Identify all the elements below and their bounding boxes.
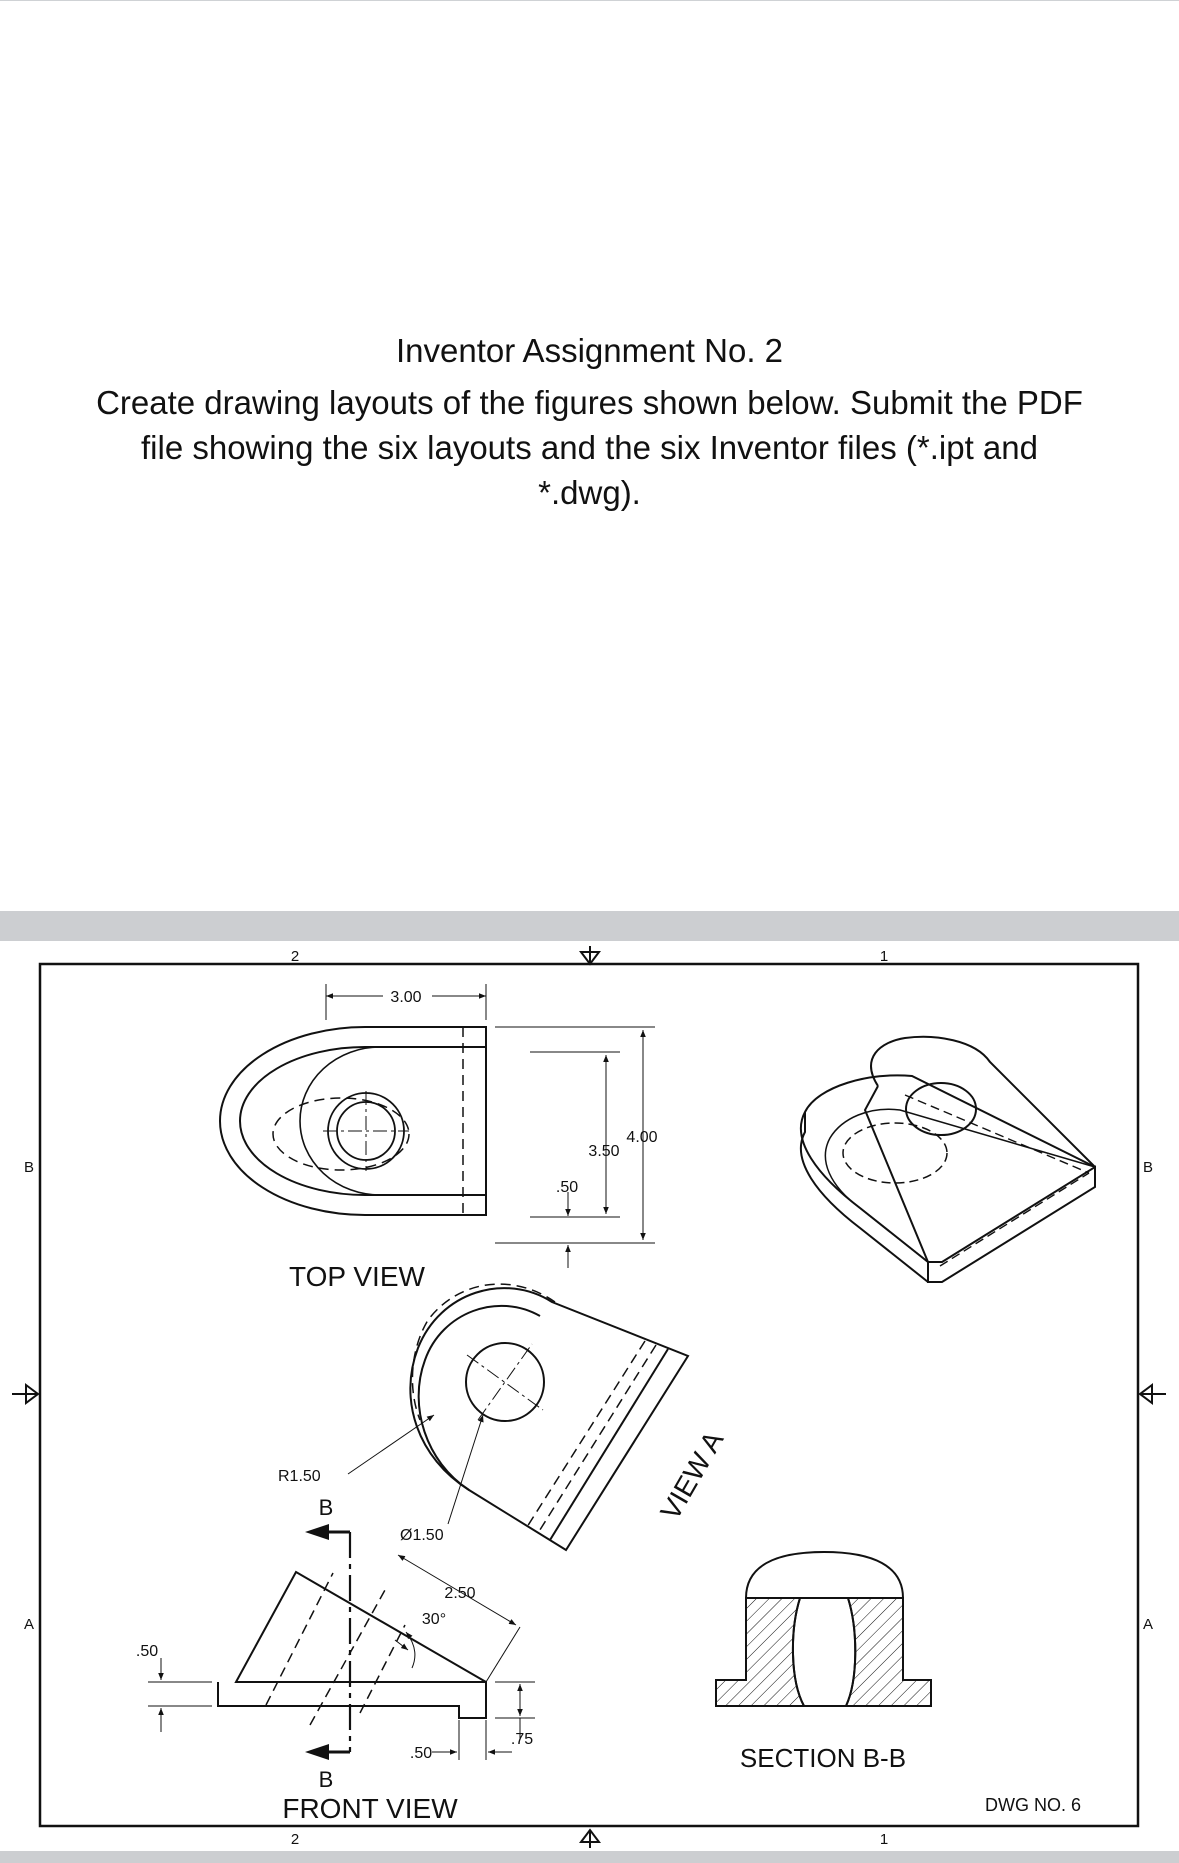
dim-step: .50 [556, 1179, 578, 1196]
dim-slope-length: 2.50 [444, 1585, 475, 1602]
dim-radius: R1.50 [278, 1468, 321, 1485]
cutting-plane-arrow-icon [305, 1524, 329, 1760]
drawing-number: DWG NO. 6 [985, 1795, 1081, 1815]
zone-label-right-b: B [1143, 1159, 1153, 1176]
top-view-drawing [219, 1026, 487, 1216]
dim-foot-width: .50 [410, 1745, 432, 1762]
dim-hole-diameter: Ø1.50 [400, 1527, 444, 1544]
front-view-dimensions [148, 1554, 535, 1760]
section-view-label: SECTION B-B [740, 1743, 906, 1773]
center-mark-left-icon [12, 1383, 40, 1405]
zone-label-bottom-2: 2 [291, 1831, 299, 1848]
section-marker-upper: B [319, 1495, 334, 1520]
dim-base-thickness: .50 [136, 1643, 158, 1660]
assignment-header: Inventor Assignment No. 2 Create drawing… [0, 330, 1179, 515]
view-a-label: VIEW A [654, 1426, 729, 1525]
centering-marks [12, 946, 1166, 1848]
dim-foot-height: .75 [511, 1731, 533, 1748]
assignment-instructions: Create drawing layouts of the figures sh… [96, 384, 1083, 511]
center-mark-bottom-icon [579, 1828, 601, 1848]
section-b-b-drawing [715, 1550, 932, 1707]
zone-label-left-a: A [24, 1616, 34, 1633]
zone-label-bottom-1: 1 [880, 1831, 888, 1848]
zone-label-top-2: 2 [291, 948, 299, 965]
front-view-label: FRONT VIEW [282, 1793, 458, 1824]
zone-label-top-1: 1 [880, 948, 888, 965]
sheet-border [38, 962, 1140, 1828]
cutting-plane-b [305, 1524, 352, 1760]
dim-top-width: 3.00 [390, 989, 421, 1006]
front-view-drawing [217, 1570, 487, 1726]
dim-angle: 30° [422, 1611, 446, 1628]
dim-height-outer: 4.00 [626, 1129, 657, 1146]
page-separator-bottom [0, 1851, 1179, 1863]
top-view-dimensions [325, 984, 655, 1268]
view-a-drawing [409, 1283, 690, 1552]
isometric-view-drawing [799, 1035, 1096, 1283]
zone-label-left-b: B [24, 1159, 34, 1176]
section-marker-lower: B [319, 1767, 334, 1792]
zone-label-right-a: A [1143, 1616, 1153, 1633]
center-mark-top-icon [579, 946, 601, 966]
center-mark-right-icon [1138, 1383, 1166, 1405]
leaders [347, 1414, 484, 1525]
dim-height-inner: 3.50 [588, 1143, 619, 1160]
top-view-label: TOP VIEW [289, 1261, 425, 1292]
top-divider [0, 0, 1179, 1]
assignment-title: Inventor Assignment No. 2 [395, 332, 784, 369]
page-separator-top [0, 911, 1179, 941]
